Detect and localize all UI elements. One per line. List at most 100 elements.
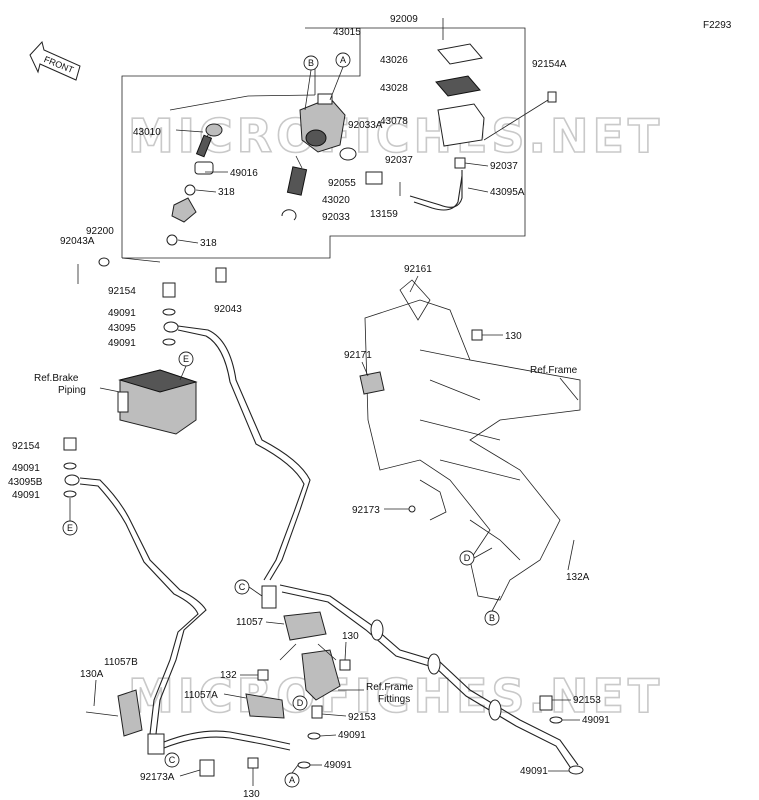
label-92153-left: 92153 bbox=[348, 712, 376, 723]
reservoir-body bbox=[437, 103, 485, 147]
label-49091-g: 49091 bbox=[582, 715, 610, 726]
bolt-130-bottom bbox=[247, 757, 259, 769]
label-49091-b: 49091 bbox=[108, 338, 136, 349]
nut-318-bottom bbox=[166, 234, 178, 246]
snap-ring bbox=[281, 209, 297, 221]
hose-43095B bbox=[79, 477, 207, 735]
label-49091-f: 49091 bbox=[324, 760, 352, 771]
label-92043: 92043 bbox=[214, 304, 242, 315]
label-49016: 49016 bbox=[230, 168, 258, 179]
bolt-130-mid bbox=[339, 659, 351, 671]
label-43028: 43028 bbox=[380, 83, 408, 94]
svg-text:A: A bbox=[289, 775, 295, 785]
label-92154-bottom: 92154 bbox=[12, 441, 40, 452]
label-318-bottom: 318 bbox=[200, 238, 217, 249]
hose-junction bbox=[147, 733, 165, 755]
label-92154-top: 92154 bbox=[108, 286, 136, 297]
svg-text:A: A bbox=[340, 55, 346, 65]
lever-pivot-bolt bbox=[195, 123, 223, 158]
frame-structure bbox=[359, 279, 581, 601]
diagram-code: F2293 bbox=[703, 20, 732, 31]
hose-clamp-c bbox=[261, 585, 277, 609]
fitting-92055 bbox=[365, 171, 383, 185]
label-49091-c: 49091 bbox=[12, 463, 40, 474]
washer-49091-b bbox=[162, 338, 176, 346]
label-92161: 92161 bbox=[404, 264, 432, 275]
label-130A: 130A bbox=[80, 669, 104, 680]
label-11057: 11057 bbox=[236, 617, 264, 628]
callout-B-frame: B bbox=[484, 610, 500, 626]
washer-92200 bbox=[98, 257, 110, 267]
svg-text:C: C bbox=[169, 755, 176, 765]
label-92037-left: 92037 bbox=[385, 155, 413, 166]
callout-D-bottom: D bbox=[292, 695, 308, 711]
callout-A-top: A bbox=[335, 52, 351, 68]
bolt-92154-top bbox=[162, 282, 176, 298]
bracket-11057 bbox=[283, 611, 327, 641]
callout-E-top: E bbox=[178, 351, 194, 367]
svg-text:E: E bbox=[67, 523, 73, 533]
svg-text:B: B bbox=[308, 58, 314, 68]
svg-text:D: D bbox=[297, 698, 304, 708]
label-92043A: 92043A bbox=[60, 236, 95, 247]
label-92033A: 92033A bbox=[348, 120, 383, 131]
ref-frame: Ref.Frame bbox=[530, 365, 578, 376]
label-92153-right: 92153 bbox=[573, 695, 601, 706]
callout-D-frame: D bbox=[459, 550, 475, 566]
label-132A: 132A bbox=[566, 572, 590, 583]
label-92033: 92033 bbox=[322, 212, 350, 223]
washer-49091-e bbox=[307, 732, 321, 740]
label-92154A: 92154A bbox=[532, 59, 567, 70]
svg-text:D: D bbox=[464, 553, 471, 563]
label-132: 132 bbox=[220, 670, 237, 681]
label-43095B: 43095B bbox=[8, 477, 43, 488]
svg-text:C: C bbox=[239, 582, 246, 592]
watermark-bottom: MICROFICHES.NET bbox=[128, 669, 663, 723]
bracket-92171 bbox=[359, 371, 385, 395]
master-cylinder-body bbox=[299, 93, 346, 153]
label-43078: 43078 bbox=[380, 116, 408, 127]
screw-92154A bbox=[547, 91, 557, 103]
label-11057B: 11057B bbox=[104, 657, 138, 668]
clamp-holder bbox=[171, 197, 197, 223]
label-92200: 92200 bbox=[86, 226, 114, 237]
label-92171: 92171 bbox=[344, 350, 372, 361]
label-130-top: 130 bbox=[505, 331, 522, 342]
banjo-43095 bbox=[163, 321, 179, 333]
top-assembly-bracket bbox=[121, 27, 526, 263]
label-43095: 43095 bbox=[108, 323, 136, 334]
callout-C-bottom: C bbox=[164, 752, 180, 768]
short-hose bbox=[163, 730, 291, 745]
ref-brake-piping-2: Piping bbox=[58, 385, 86, 396]
label-43020: 43020 bbox=[322, 195, 350, 206]
label-49091-d: 49091 bbox=[12, 490, 40, 501]
hose-43095A bbox=[409, 170, 463, 208]
bolt-132 bbox=[257, 669, 269, 681]
clamp-92037-right bbox=[454, 157, 466, 169]
callout-A-bottom: A bbox=[284, 772, 300, 788]
ref-frame-fittings-1: Ref.Frame bbox=[366, 682, 414, 693]
callout-E-bottom: E bbox=[62, 520, 78, 536]
bolt-92154-bottom bbox=[63, 437, 77, 451]
bracket-11057A bbox=[245, 693, 285, 719]
hose-43095 bbox=[177, 325, 311, 581]
bolt-132A bbox=[567, 539, 575, 571]
bolt-92043 bbox=[215, 267, 227, 283]
svg-text:E: E bbox=[183, 354, 189, 364]
label-49091-e: 49091 bbox=[338, 730, 366, 741]
diaphragm bbox=[435, 75, 481, 97]
bolt-92153-left bbox=[311, 705, 323, 719]
bracket-11057B bbox=[117, 689, 143, 737]
label-92009: 92009 bbox=[390, 14, 418, 25]
washer-49091-g bbox=[549, 716, 563, 724]
washer-49091-a bbox=[162, 308, 176, 316]
abs-hydraulic-unit bbox=[117, 369, 198, 435]
front-arrow-icon: FRONT bbox=[29, 40, 81, 81]
label-130-mid: 130 bbox=[342, 631, 359, 642]
washer-49091-d bbox=[63, 490, 77, 498]
label-49091-h: 49091 bbox=[520, 766, 548, 777]
nut-318-top bbox=[184, 184, 196, 196]
label-130-bottom: 130 bbox=[243, 789, 260, 800]
bolt-130-top bbox=[471, 329, 483, 341]
